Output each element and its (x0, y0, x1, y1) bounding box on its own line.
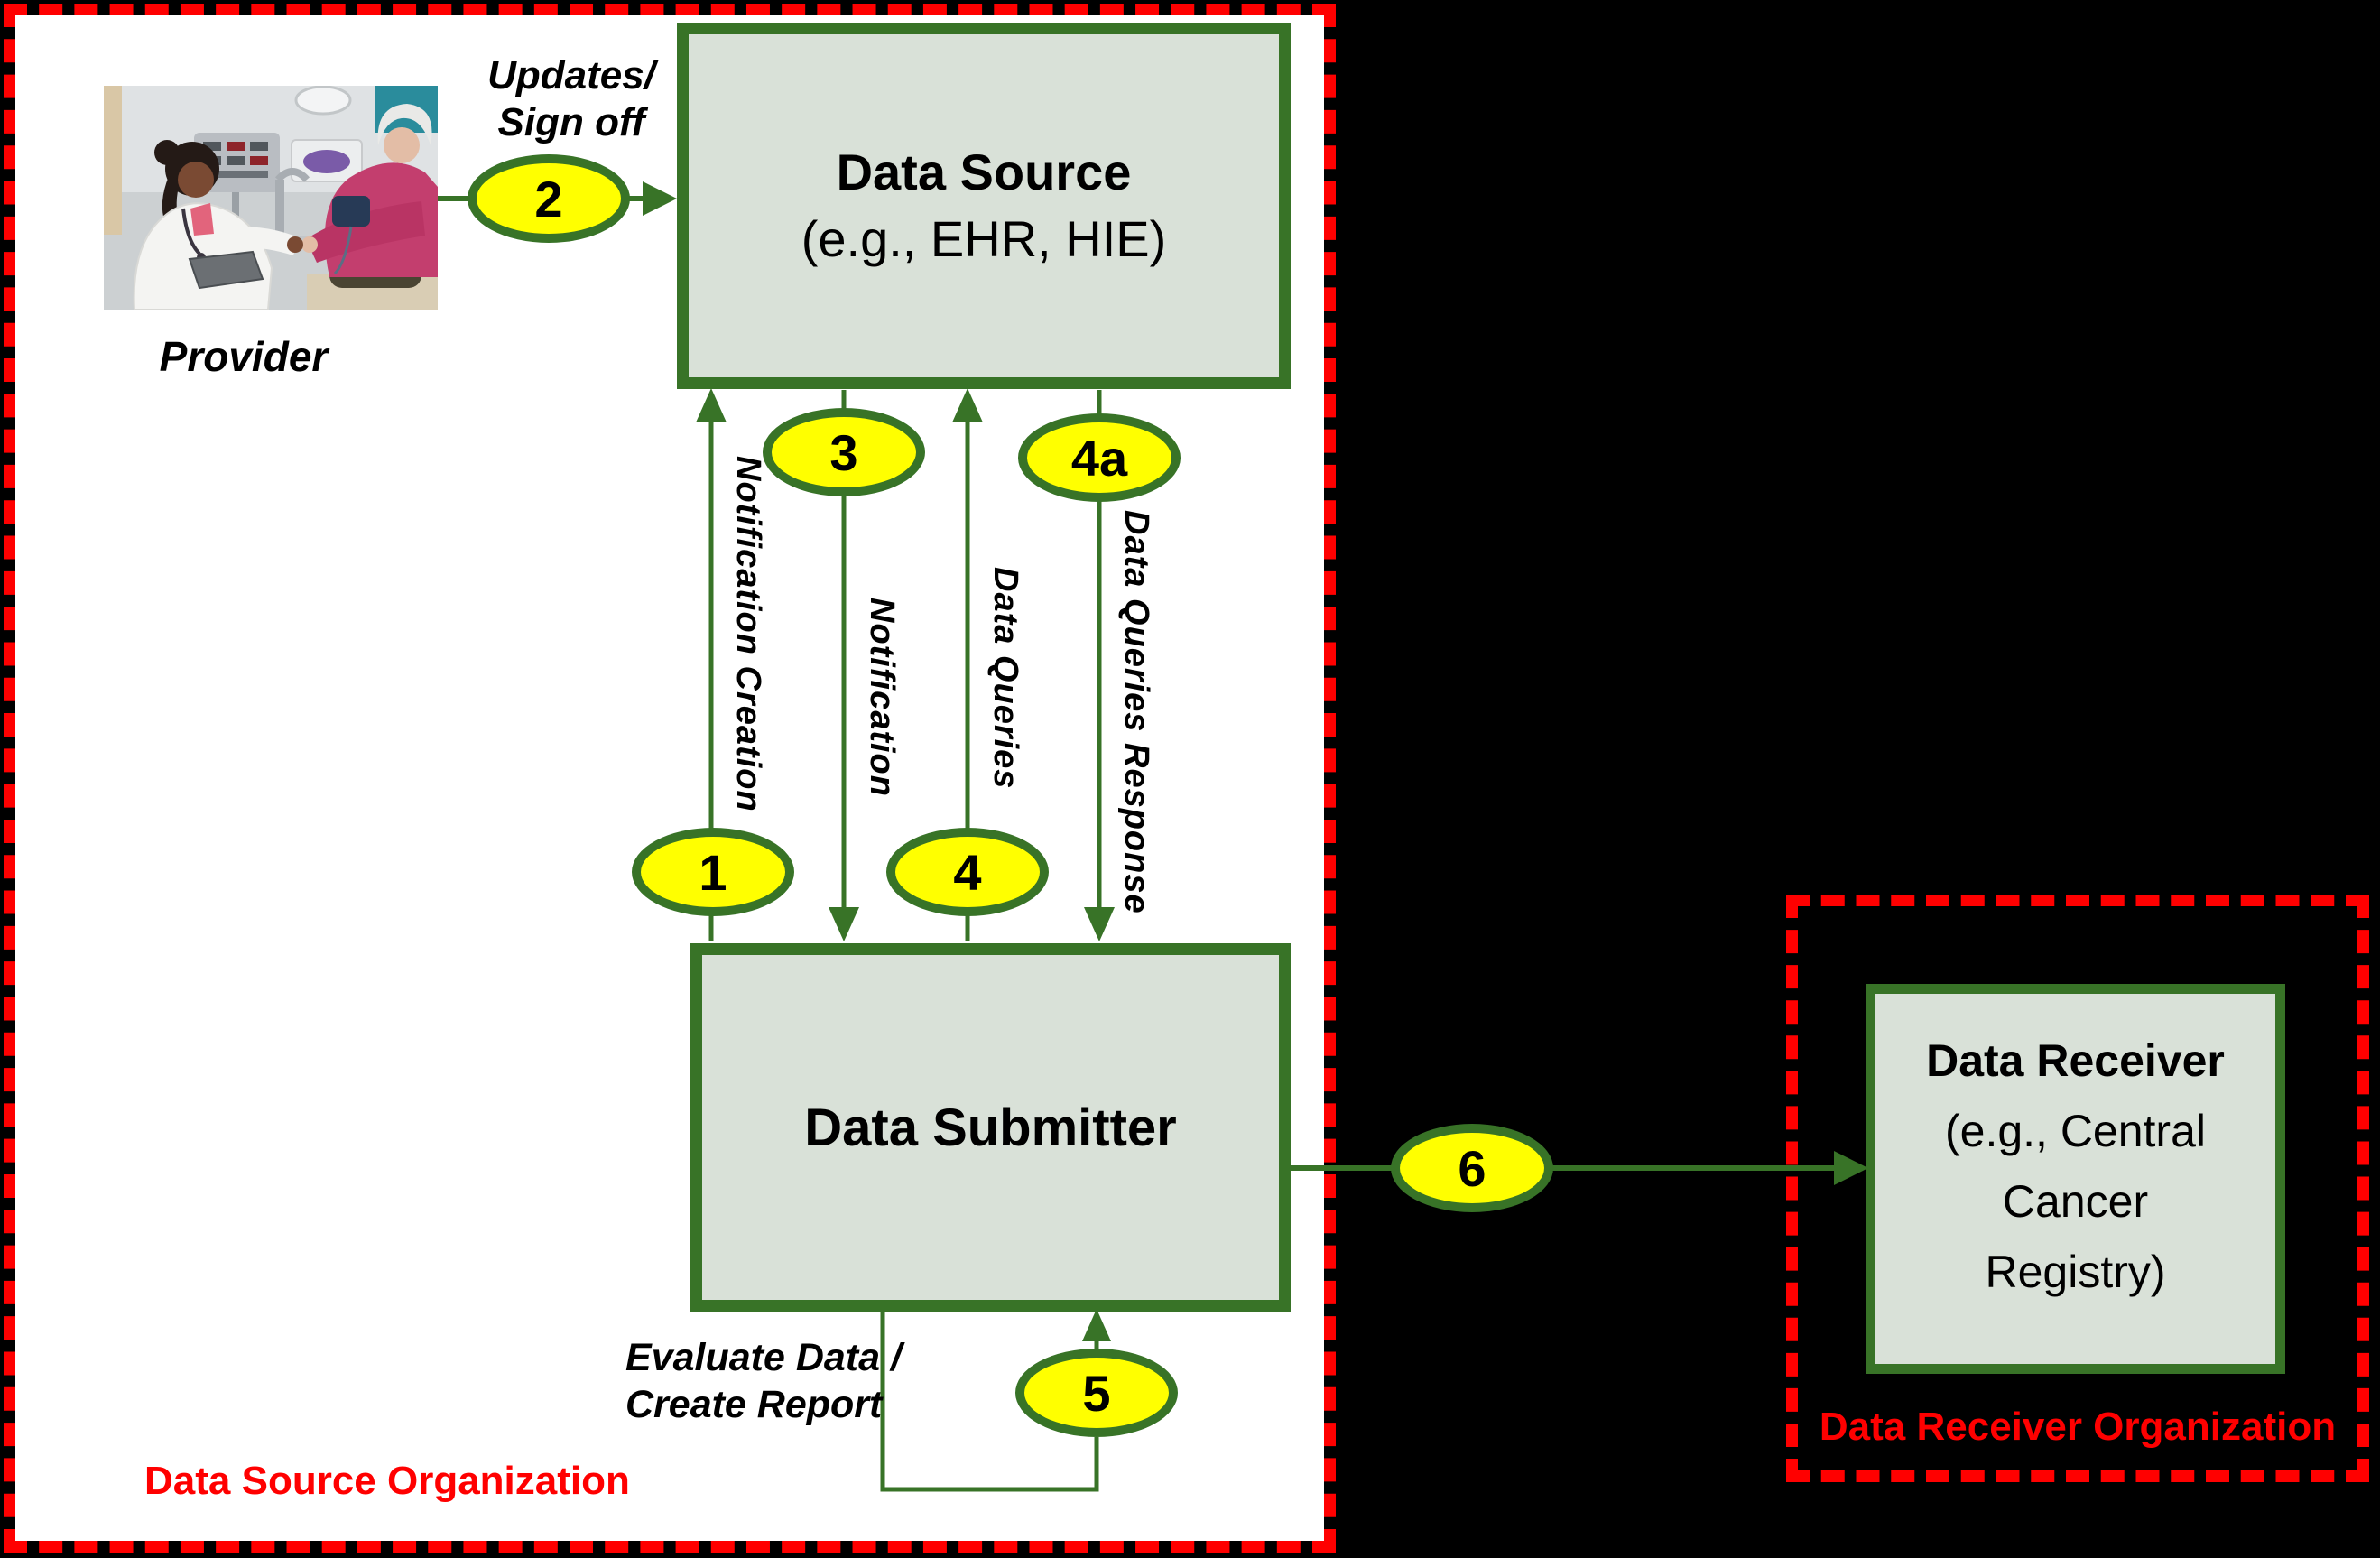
step-4a-number: 4a (1070, 429, 1128, 487)
step-4-number: 4 (953, 843, 982, 901)
data-receiver-title: Data Receiver (1926, 1035, 2225, 1086)
label-updates-sign-off: Updates/ Sign off (486, 52, 657, 146)
step-badge-6: 6 (1391, 1124, 1553, 1212)
data-submitter-title: Data Submitter (804, 1098, 1177, 1157)
data-source-subtitle: (e.g., EHR, HIE) (801, 210, 1167, 267)
doctor-figure (133, 140, 303, 310)
label-data-queries: Data Queries (986, 567, 1024, 790)
provider-photo (104, 86, 438, 310)
label-evaluate-create-report: Evaluate Data / Create Report (625, 1334, 902, 1428)
data-source-organization-label: Data Source Organization (144, 1459, 630, 1503)
step-1-number: 1 (699, 843, 727, 901)
label-notification: Notification (863, 598, 901, 797)
data-receiver-subtitle-line1: (e.g., Central (1944, 1106, 2206, 1156)
data-receiver-box: Data Receiver (e.g., Central Cancer Regi… (1866, 984, 2285, 1374)
step-6-number: 6 (1458, 1139, 1486, 1197)
step-5-number: 5 (1082, 1364, 1111, 1422)
arrow-submit-to-receiver (1291, 1151, 1868, 1185)
step-3-number: 3 (829, 423, 858, 481)
step-badge-2: 2 (468, 154, 630, 243)
label-notification-creation: Notification Creation (729, 456, 767, 812)
provider-label: Provider (159, 333, 329, 380)
data-receiver-subtitle-line2: Cancer (2002, 1176, 2149, 1227)
data-source-box: Data Source (e.g., EHR, HIE) (677, 23, 1291, 389)
data-submitter-box: Data Submitter (690, 943, 1291, 1312)
step-badge-4: 4 (886, 828, 1049, 916)
patient-figure (301, 104, 438, 310)
label-updates-line2: Sign off (497, 100, 645, 144)
label-updates-line1: Updates/ (487, 53, 655, 97)
label-data-queries-response: Data Queries Response (1117, 510, 1155, 914)
step-badge-4a: 4a (1018, 413, 1181, 502)
step-badge-3: 3 (763, 408, 925, 496)
data-receiver-organization-panel (1786, 895, 2369, 1482)
step-2-number: 2 (534, 170, 563, 227)
step-badge-1: 1 (632, 828, 794, 916)
step-badge-5: 5 (1015, 1349, 1178, 1437)
data-receiver-organization-label: Data Receiver Organization (1819, 1405, 2337, 1449)
label-evaluate-line1: Evaluate Data / (625, 1336, 902, 1379)
data-source-title: Data Source (836, 144, 1132, 200)
data-receiver-subtitle-line3: Registry) (1985, 1247, 2166, 1297)
label-evaluate-line2: Create Report (625, 1383, 883, 1426)
